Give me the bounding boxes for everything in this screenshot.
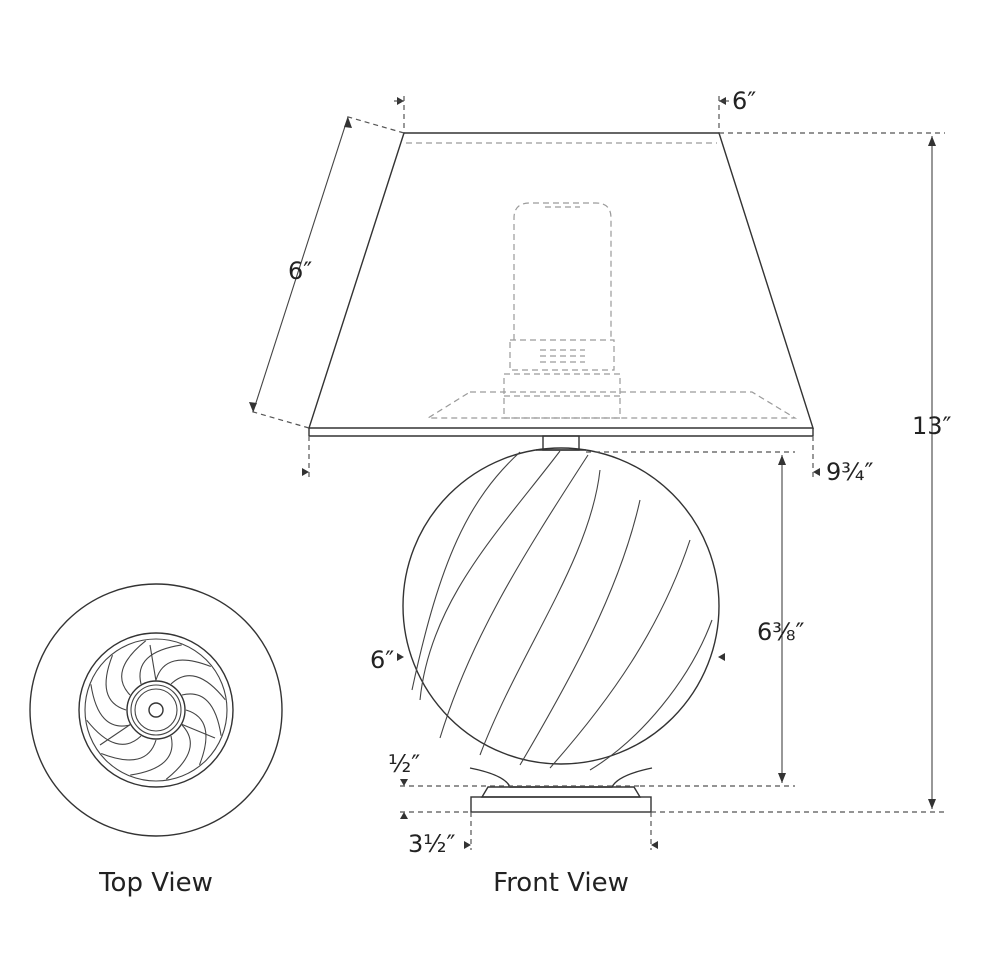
globe-body — [402, 447, 720, 771]
dim-base-width — [464, 812, 658, 850]
swirl-petal — [90, 684, 131, 727]
swirl-pattern — [86, 640, 226, 780]
swirl-petal — [185, 709, 207, 766]
label-body-height: 6⅜″ — [757, 618, 805, 646]
swirl-petal — [130, 735, 173, 776]
swirl-petal — [100, 739, 157, 761]
label-shade-bottom-width: 9¾″ — [826, 458, 874, 486]
lamp-base — [469, 767, 653, 813]
dim-shade-slant — [249, 115, 405, 429]
front-view-caption: Front View — [493, 868, 629, 898]
dim-shade-top-offset — [394, 96, 729, 133]
label-base-height: ½″ — [388, 750, 420, 778]
swirl-petal — [121, 640, 147, 696]
label-shade-top-offset: 6″ — [732, 87, 756, 115]
front-view-drawing: 6″ 6″ 13″ 9¾″ 6⅜″ 6″ ½″ 3½″ Front View — [249, 87, 952, 898]
label-overall-height: 13″ — [912, 412, 952, 440]
lamp-shade — [308, 132, 814, 437]
lamp-neck — [536, 435, 586, 451]
swirl-petal — [86, 719, 142, 745]
dim-overall-height — [651, 132, 945, 813]
swirl-petal — [165, 724, 191, 780]
bulb-and-socket — [503, 202, 621, 419]
top-view-caption: Top View — [98, 868, 213, 898]
swirl-petal — [155, 659, 212, 681]
swirl-petal — [181, 693, 222, 736]
dim-base-height — [400, 779, 640, 819]
label-body-width: 6″ — [370, 646, 394, 674]
dim-shade-bottom-width — [302, 436, 820, 478]
dim-body-height — [586, 451, 795, 787]
swirl-petal — [105, 654, 127, 711]
label-base-width: 3½″ — [408, 830, 456, 858]
swirl-petal — [139, 644, 182, 685]
top-view-drawing: Top View — [29, 583, 283, 898]
swirl-petal — [170, 675, 226, 701]
label-shade-slant: 6″ — [288, 257, 312, 285]
dim-body-width — [397, 653, 725, 661]
